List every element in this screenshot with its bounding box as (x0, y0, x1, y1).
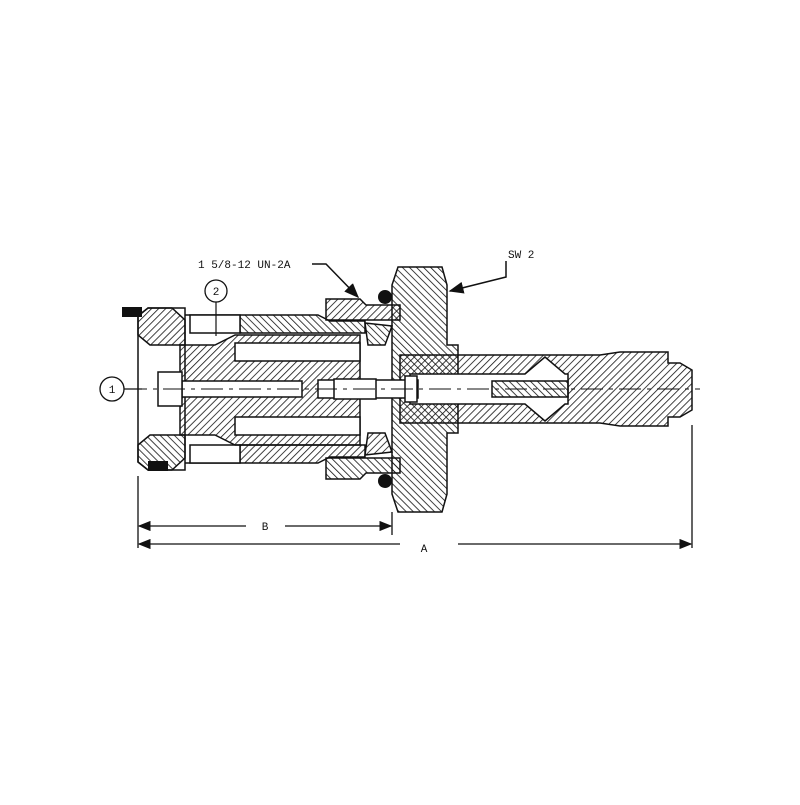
poppet-bore-top (234, 342, 361, 362)
poppet-bore-bottom (234, 416, 361, 436)
balloon-2: 2 (204, 279, 228, 336)
thread-leader (312, 263, 360, 299)
wrench-callout: SW 2 (508, 250, 534, 262)
sleeve-bottom-port (189, 444, 241, 464)
retainer-bottom (364, 432, 394, 456)
retainer-top (364, 322, 394, 346)
o-ring-top (378, 290, 392, 304)
balloon-2-label: 2 (213, 287, 220, 299)
balloon-1: 1 (99, 376, 142, 402)
backup-ring-top (122, 307, 142, 317)
dimension-b-label: B (262, 522, 269, 534)
thread-callout: 1 5/8-12 UN-2A (198, 260, 291, 272)
balloon-1-label: 1 (109, 385, 116, 397)
backup-ring-bottom (148, 461, 168, 471)
wrench-leader (448, 261, 507, 294)
nose-hatch-top (137, 307, 186, 346)
o-ring-bottom (378, 474, 392, 488)
dimension-a-label: A (421, 544, 428, 556)
sleeve-top-port (189, 314, 241, 334)
spring (491, 380, 569, 398)
